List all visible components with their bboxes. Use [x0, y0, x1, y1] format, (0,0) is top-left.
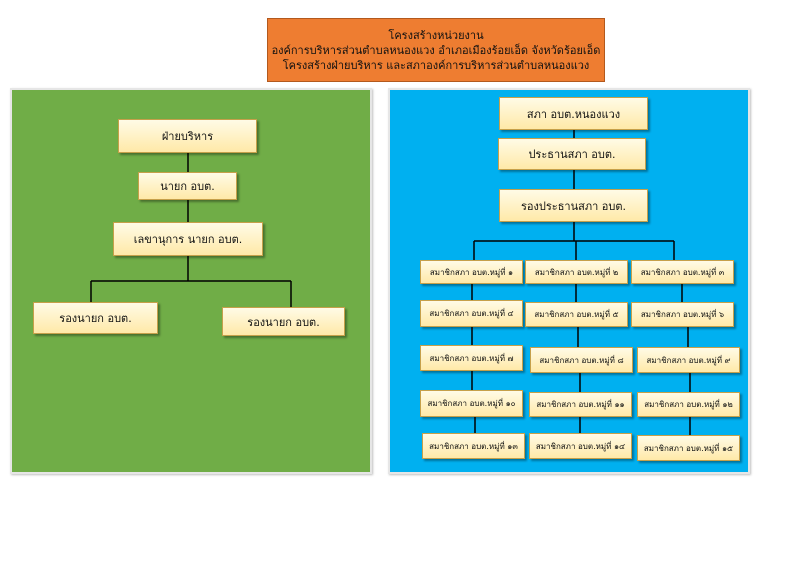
council-member-node: สมาชิกสภา อบต.หมู่ที่ ๑๐ — [420, 390, 523, 417]
council-member-node: สมาชิกสภา อบต.หมู่ที่ ๑ — [420, 260, 523, 284]
council-member-node: สมาชิกสภา อบต.หมู่ที่ ๗ — [420, 345, 523, 371]
secretary-node: เลขานุการ นายก อบต. — [113, 222, 263, 256]
council-member-node: สมาชิกสภา อบต.หมู่ที่ ๑๓ — [422, 433, 525, 459]
diagram-title-box: โครงสร้างหน่วยงาน องค์การบริหารส่วนตำบลห… — [267, 18, 605, 82]
council-member-node: สมาชิกสภา อบต.หมู่ที่ ๖ — [631, 302, 734, 327]
deputy-mayor-node-right: รองนายก อบต. — [222, 307, 345, 336]
council-member-node: สมาชิกสภา อบต.หมู่ที่ ๘ — [530, 347, 633, 373]
council-heading-node: สภา อบต.หนองแวง — [499, 97, 648, 130]
council-member-node: สมาชิกสภา อบต.หมู่ที่ ๑๒ — [637, 392, 740, 417]
council-member-node: สมาชิกสภา อบต.หมู่ที่ ๓ — [631, 260, 734, 284]
council-member-node: สมาชิกสภา อบต.หมู่ที่ ๕ — [525, 302, 628, 327]
council-vice-chair-node: รองประธานสภา อบต. — [499, 189, 648, 222]
council-member-node: สมาชิกสภา อบต.หมู่ที่ ๔ — [420, 300, 523, 327]
title-line-2: องค์การบริหารส่วนตำบลหนองแวง อำเภอเมืองร… — [271, 43, 601, 57]
council-member-node: สมาชิกสภา อบต.หมู่ที่ ๑๔ — [529, 433, 632, 459]
council-member-node: สมาชิกสภา อบต.หมู่ที่ ๒ — [525, 260, 628, 284]
title-line-1: โครงสร้างหน่วยงาน — [388, 28, 484, 42]
executive-heading-node: ฝ่ายบริหาร — [118, 119, 257, 153]
title-line-3: โครงสร้างฝ่ายบริหาร และสภาองค์การบริหารส… — [282, 58, 590, 72]
council-member-node: สมาชิกสภา อบต.หมู่ที่ ๑๑ — [529, 392, 632, 417]
council-member-node: สมาชิกสภา อบต.หมู่ที่ ๑๕ — [637, 435, 740, 461]
deputy-mayor-node-left: รองนายก อบต. — [33, 302, 158, 334]
council-chair-node: ประธานสภา อบต. — [498, 138, 646, 170]
mayor-node: นายก อบต. — [138, 172, 237, 200]
council-member-node: สมาชิกสภา อบต.หมู่ที่ ๙ — [637, 347, 740, 373]
